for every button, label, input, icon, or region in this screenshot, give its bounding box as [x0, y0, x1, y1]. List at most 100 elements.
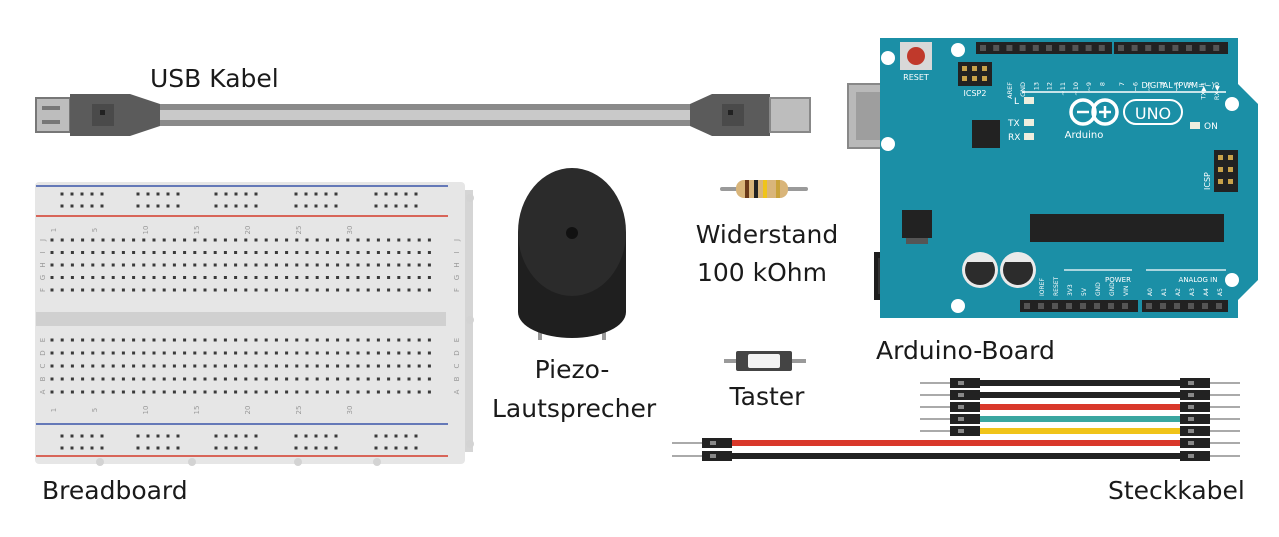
capacitor-1 [962, 252, 998, 288]
hole [152, 377, 156, 381]
jumper-wire [672, 438, 1240, 448]
digital-label: DIGITAL (PWM=~) [1141, 81, 1214, 90]
hole [427, 263, 431, 267]
wire-connector-mark [1188, 417, 1194, 421]
rail-hole [234, 446, 238, 450]
hole [336, 263, 340, 267]
icsp2-pin [962, 66, 967, 71]
wire-connector-mark [1188, 405, 1194, 409]
hole [285, 238, 289, 242]
rail-hole [156, 446, 160, 450]
hole [183, 251, 187, 254]
center-channel [36, 312, 446, 326]
row-letter: F [453, 288, 461, 292]
hole [244, 390, 248, 394]
rail-hole [394, 204, 398, 208]
hole [203, 263, 207, 267]
hole [203, 364, 207, 368]
hole [162, 351, 166, 355]
header-pin [1066, 303, 1072, 309]
column-number: 25 [295, 226, 303, 235]
row-letter: B [453, 376, 461, 381]
rail-hole [414, 192, 418, 196]
hole [101, 364, 105, 368]
hole [417, 377, 421, 381]
hole [50, 351, 54, 355]
header-pin [1094, 303, 1100, 309]
hole [50, 276, 54, 279]
hole [346, 276, 350, 279]
hole [427, 251, 431, 254]
hole [234, 390, 238, 394]
hole [142, 390, 146, 394]
rail-hole [146, 192, 150, 196]
hole [70, 263, 74, 267]
hole [305, 251, 309, 254]
hole [70, 288, 74, 292]
hole [315, 351, 319, 355]
rail-hole [314, 192, 318, 196]
arduino-brand-label: Arduino [1065, 130, 1104, 141]
hole [183, 377, 187, 381]
hole [417, 238, 421, 242]
hole [427, 390, 431, 394]
wire-connector [1180, 390, 1210, 400]
rail-hole [404, 192, 408, 196]
rail-hole [136, 446, 140, 450]
hole [274, 351, 278, 355]
header-pin [993, 45, 1000, 51]
rail-hole [90, 446, 94, 450]
rail-hole [60, 204, 64, 208]
rail-hole [100, 204, 104, 208]
digital-pin-label: GND [1019, 82, 1027, 97]
header-pin [1213, 45, 1220, 51]
hole [325, 338, 329, 342]
hole [285, 263, 289, 267]
hole [315, 390, 319, 394]
hole [264, 351, 268, 355]
header-pin [1202, 303, 1208, 309]
hole [397, 364, 401, 368]
hole [172, 288, 176, 292]
hole [397, 390, 401, 394]
digital-pin-label: ~9 [1085, 82, 1093, 92]
hole [254, 276, 258, 279]
hole [101, 288, 105, 292]
rail-hole [374, 434, 378, 438]
hole [244, 377, 248, 381]
rail-hole [404, 446, 408, 450]
hole [50, 377, 54, 381]
hole [203, 351, 207, 355]
hole [50, 251, 54, 254]
analog-pin-label: A2 [1175, 288, 1182, 296]
hole [387, 288, 391, 292]
hole [336, 276, 340, 279]
analog-header [1142, 300, 1228, 312]
rail-hole [244, 204, 248, 208]
rail-hole [244, 446, 248, 450]
hole [70, 390, 74, 394]
hole [305, 288, 309, 292]
hole [111, 377, 115, 381]
hole [274, 251, 278, 254]
column-number: 10 [142, 226, 150, 235]
hole [223, 251, 227, 254]
row-letter: G [453, 275, 461, 280]
hole [142, 238, 146, 242]
hole [223, 238, 227, 242]
hole [111, 263, 115, 267]
digital-pin-label: 13 [1032, 82, 1040, 90]
hole [142, 377, 146, 381]
hole [407, 276, 411, 279]
hole [81, 364, 85, 368]
rail-hole [404, 434, 408, 438]
hole [336, 390, 340, 394]
rail-hole [314, 204, 318, 208]
digital-pin-label: ~3 [1172, 82, 1180, 92]
rail-hole [146, 434, 150, 438]
rail-hole [304, 446, 308, 450]
wire-connector-mark [1188, 441, 1194, 445]
hole [234, 338, 238, 342]
hole [91, 263, 95, 267]
